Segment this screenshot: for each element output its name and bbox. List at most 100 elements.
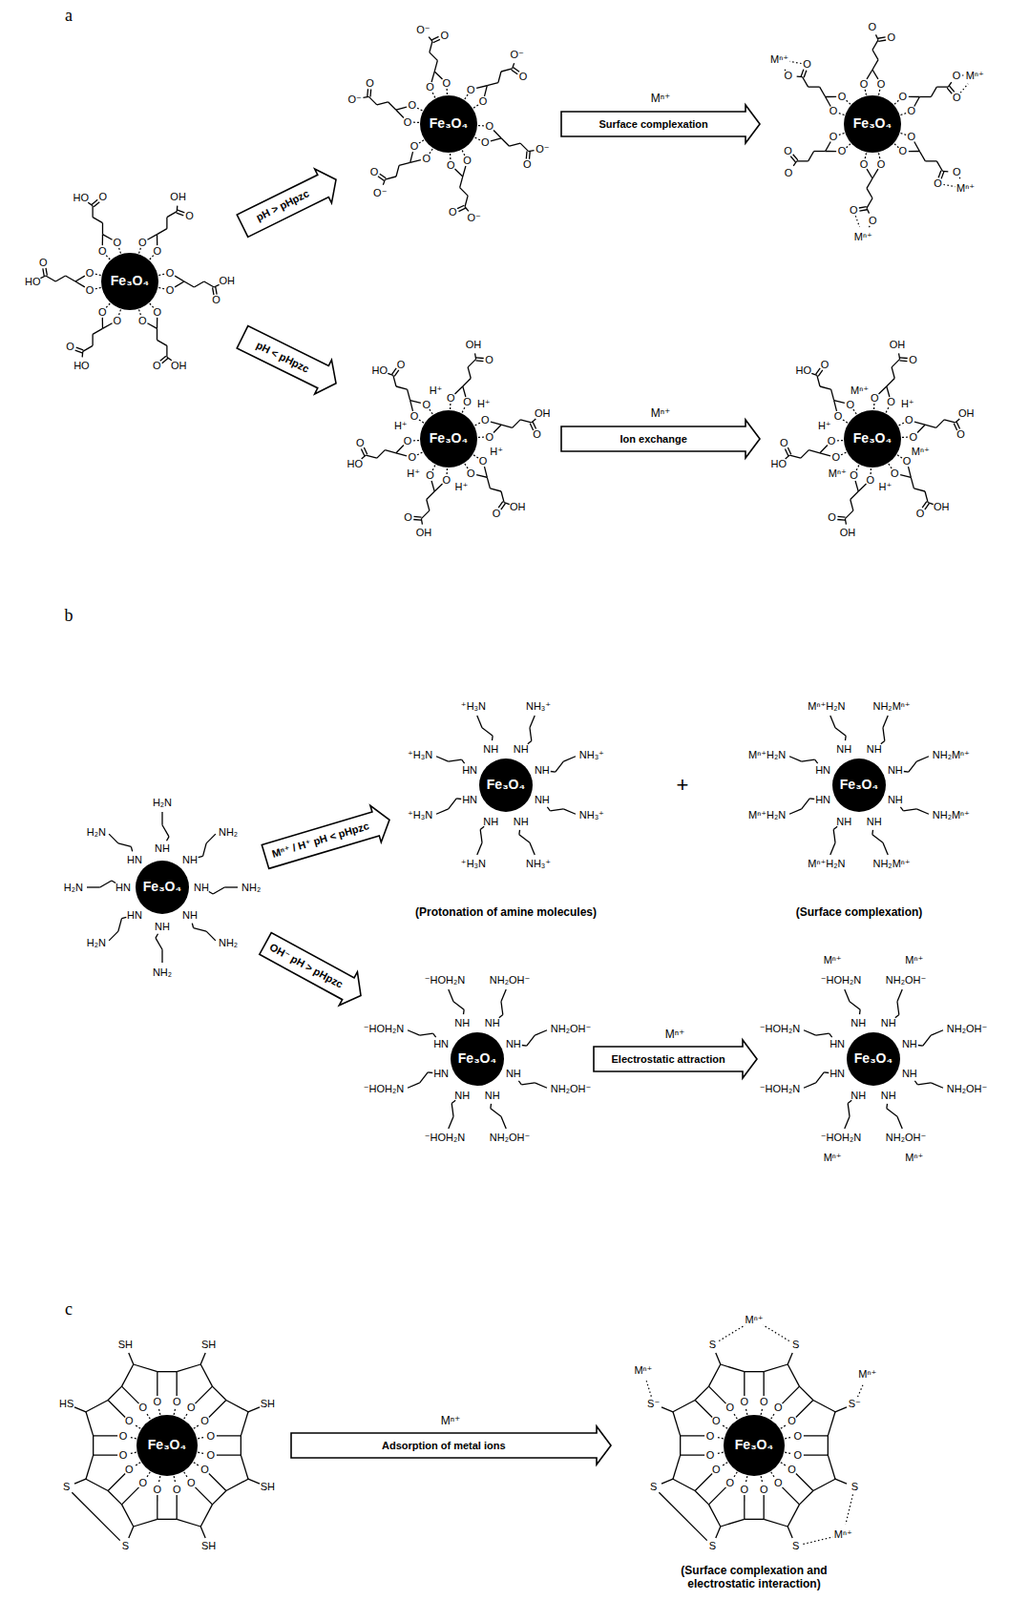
atom-label: O <box>523 158 532 171</box>
bond-line <box>108 931 119 942</box>
end-group: NH₂OH⁻ <box>885 1132 926 1145</box>
bond-line <box>363 447 367 455</box>
bond-line <box>720 1519 745 1528</box>
end-group: NH₂ <box>152 966 172 980</box>
bond-line <box>206 931 216 942</box>
bond-line <box>176 1365 201 1373</box>
bond-line <box>917 1083 931 1086</box>
bond-line <box>211 1386 226 1401</box>
bond-line <box>493 424 502 433</box>
bond-line <box>75 281 85 288</box>
interaction-line <box>943 184 955 187</box>
bond-line <box>157 339 168 346</box>
bond-line <box>121 917 126 919</box>
atom-label: O <box>849 204 859 217</box>
coordination-line <box>715 1452 724 1455</box>
atom-label: O <box>442 474 452 487</box>
thiol-label: SH <box>201 1540 216 1554</box>
particle-core: Fe₃O₄ <box>135 861 189 915</box>
coordination-line <box>133 1463 141 1468</box>
bond-line <box>519 835 530 844</box>
end-group: NH₂ <box>218 826 238 840</box>
bond-line <box>844 989 850 1003</box>
atom-label: O <box>956 428 966 441</box>
bond-line <box>174 275 185 282</box>
amine-label: NH <box>866 816 882 829</box>
bond-line <box>107 1473 126 1491</box>
bond-line <box>92 217 103 224</box>
bond-line <box>908 96 920 98</box>
bond-line <box>248 1479 260 1485</box>
atom-label: O <box>446 392 456 405</box>
atom-label: O <box>725 1402 735 1415</box>
amine-label: NH <box>850 1090 866 1103</box>
bond-line <box>835 728 846 737</box>
amine-label: NH <box>534 764 550 777</box>
particle-label: Fe₃O₄ <box>853 431 892 446</box>
bond-line <box>796 1401 814 1419</box>
bond-line <box>781 1488 799 1506</box>
coordination-line <box>846 144 851 148</box>
arrow-label: Electrostatic attraction <box>611 1053 726 1067</box>
bond-line <box>787 1353 793 1365</box>
bond-line <box>763 1519 788 1528</box>
metal-ion: Mⁿ⁺ <box>651 407 672 421</box>
nanoparticle: Fe₃O₄ <box>42 1331 292 1561</box>
end-group: NH₂OH⁻ <box>885 974 926 987</box>
bond-line <box>808 450 820 454</box>
surface-ion: Mⁿ⁺ <box>850 384 869 398</box>
atom-label: O <box>152 359 162 373</box>
bond-line <box>785 455 791 460</box>
bond-line <box>360 448 364 456</box>
atom-label: O <box>787 1464 797 1477</box>
bond-line <box>92 328 103 335</box>
bond-line <box>546 807 550 812</box>
amine-label: HN <box>815 764 831 777</box>
metal-ion: Mⁿ⁺ <box>823 1152 842 1165</box>
coordination-line <box>446 88 449 95</box>
bond-line <box>378 176 385 182</box>
metal-ion: Mⁿ⁺ <box>823 954 842 967</box>
bond-line <box>679 1436 681 1456</box>
end-group: O <box>868 214 878 228</box>
bond-line <box>384 176 397 180</box>
end-group: OH <box>509 501 526 514</box>
coordination-line <box>95 287 102 289</box>
bond-line <box>501 138 509 147</box>
bond-line <box>434 71 442 80</box>
bond-line <box>387 373 394 376</box>
amine-label: NH <box>881 1090 897 1103</box>
bond-line <box>787 1365 799 1387</box>
metal-ion: Mⁿ⁺ <box>904 954 924 967</box>
bond-line <box>166 217 168 230</box>
bond-line <box>529 715 535 729</box>
bond-line <box>789 809 802 815</box>
bond-line <box>118 919 123 933</box>
bond-line <box>420 1072 429 1084</box>
coordination-line <box>846 100 851 105</box>
bond-line <box>489 1104 492 1110</box>
bond-line <box>184 281 194 288</box>
bond-line <box>464 207 469 212</box>
bond-line <box>803 70 807 79</box>
amine-label: NH <box>454 1090 470 1103</box>
block-arrow <box>561 420 760 459</box>
atom-label: O <box>166 267 175 280</box>
atom-label: O <box>903 455 912 468</box>
particle-core: Fe₃O₄ <box>843 410 902 468</box>
bond-line <box>490 421 502 425</box>
amine-label: NH <box>483 816 499 829</box>
nanoparticle: Fe₃O₄ <box>756 943 990 1176</box>
bond-line <box>155 938 163 950</box>
bond-line <box>85 1412 94 1437</box>
coordination-line <box>419 420 424 423</box>
bond-line <box>529 842 535 856</box>
bond-line <box>763 1495 765 1520</box>
bond-line <box>816 368 821 376</box>
bond-line <box>694 1473 713 1491</box>
bond-line <box>85 1479 108 1491</box>
end-group: HO <box>73 359 90 373</box>
bond-line <box>833 826 838 830</box>
particle-label: Fe₃O₄ <box>486 777 525 793</box>
coordination-line <box>413 440 420 442</box>
